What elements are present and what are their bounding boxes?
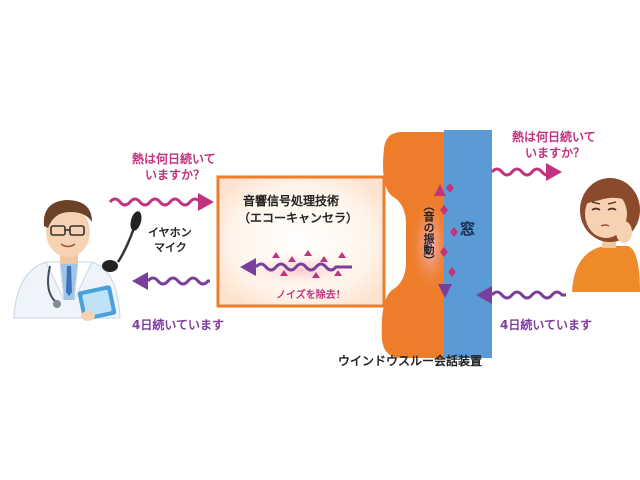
- patient-question-line2: いますか？: [525, 146, 586, 160]
- vibration-up-arrow: [434, 184, 446, 196]
- answer-wave-box: [240, 258, 352, 276]
- doctor-illustration: [13, 200, 121, 321]
- doctor-question-line1: 熱は何日続いて: [132, 152, 216, 166]
- vibration-particles: [440, 183, 458, 277]
- vibration-label: （音の振動）: [422, 200, 435, 266]
- patient-question-line1: 熱は何日続いて: [512, 130, 596, 144]
- processing-subtitle: （エコーキャンセラ）: [238, 211, 359, 225]
- vibration-down-arrow: [438, 284, 452, 298]
- noise-particles: [272, 250, 346, 278]
- answer-wave-doctor: [132, 272, 210, 290]
- earphone-mic-label-line1: イヤホン: [148, 226, 192, 239]
- question-wave-patient: [490, 163, 562, 181]
- processing-box: [216, 175, 386, 308]
- device-label: ウインドウスルー会話装置: [338, 354, 483, 368]
- window-through-device: [381, 132, 452, 358]
- question-wave-doctor: [108, 193, 214, 211]
- doctor-question-line2: いますか？: [145, 168, 206, 182]
- patient-answer-label: 4日続いています: [500, 318, 592, 332]
- processing-title: 音響信号処理技術: [243, 194, 340, 208]
- patient-illustration: [572, 178, 640, 292]
- answer-wave-patient: [476, 286, 566, 304]
- doctor-answer-label: 4日続いています: [132, 318, 224, 332]
- earphone-mic-icon: [102, 211, 142, 272]
- earphone-mic-label-line2: マイク: [154, 241, 187, 254]
- window-pane: [444, 130, 492, 358]
- window-label: 窓: [460, 220, 476, 238]
- noise-removal-label: ノイズを除去！: [276, 290, 346, 301]
